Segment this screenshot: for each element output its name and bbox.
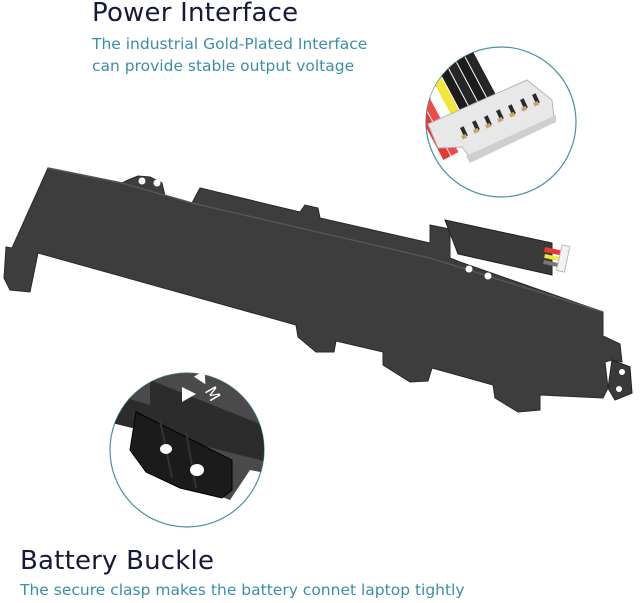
power-interface-title: Power Interface (92, 0, 299, 28)
mounting-hole (465, 265, 473, 273)
battery-body (3, 167, 633, 413)
battery-buckle-description: The secure clasp makes the battery conne… (20, 581, 465, 599)
power-interface-description-line1: The industrial Gold-Plated Interface (92, 35, 368, 53)
battery-buckle-title: Battery Buckle (20, 546, 215, 576)
mounting-hole (138, 177, 146, 185)
power-interface-description: The industrial Gold-Plated Interface can… (92, 33, 422, 77)
power-interface-description-line2: can provide stable output voltage (92, 57, 355, 75)
mounting-hole (153, 179, 161, 187)
power-interface-callout (425, 46, 577, 198)
mounting-hole (295, 205, 301, 211)
cable-flap (444, 219, 571, 276)
battery-buckle-callout: ▶ M (109, 368, 265, 528)
mounting-hole (484, 272, 492, 280)
